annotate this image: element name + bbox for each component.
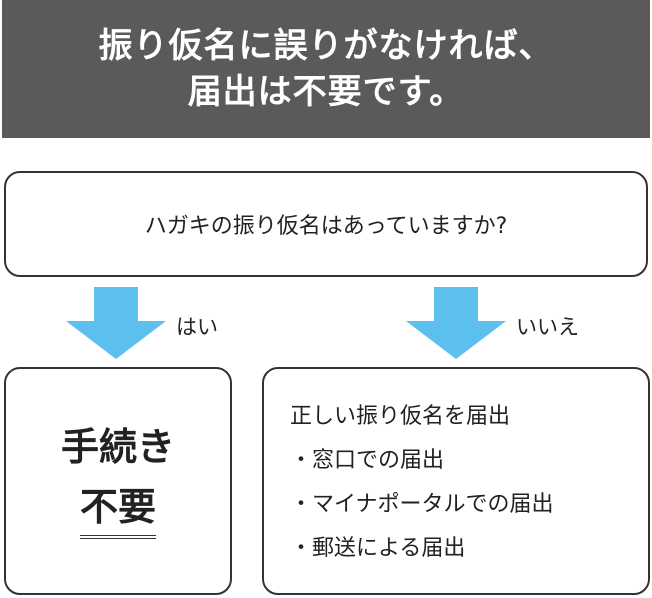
banner-line-1: 振り仮名に誤りがなければ、 bbox=[98, 26, 554, 66]
yes-result-line-1: 手続き bbox=[60, 425, 175, 469]
no-result-item-window: ・窓口での届出 bbox=[290, 448, 445, 473]
yes-result-box: 手続き 不要 bbox=[4, 367, 232, 595]
no-arrow-shape bbox=[406, 287, 506, 359]
banner-line-2: 届出は不要です。 bbox=[187, 72, 465, 112]
no-result-box: 正しい振り仮名を届出 ・窓口での届出 ・マイナポータルでの届出 ・郵送による届出 bbox=[262, 367, 650, 595]
no-result-item-myna-portal: ・マイナポータルでの届出 bbox=[290, 492, 554, 517]
yes-arrow-shape bbox=[66, 287, 166, 359]
no-arrow-icon bbox=[406, 287, 506, 359]
yes-result-line-2: 不要 bbox=[79, 483, 156, 539]
no-result-heading: 正しい振り仮名を届出 bbox=[290, 404, 511, 429]
header-banner: 振り仮名に誤りがなければ、 届出は不要です。 bbox=[2, 0, 650, 138]
no-result-item-mail: ・郵送による届出 bbox=[290, 536, 466, 561]
question-text: ハガキの振り仮名はあっていますか? bbox=[144, 214, 508, 239]
yes-arrow-icon bbox=[66, 287, 166, 359]
question-box: ハガキの振り仮名はあっていますか? bbox=[4, 171, 648, 277]
yes-label: はい bbox=[176, 315, 218, 339]
no-label: いいえ bbox=[516, 315, 579, 339]
